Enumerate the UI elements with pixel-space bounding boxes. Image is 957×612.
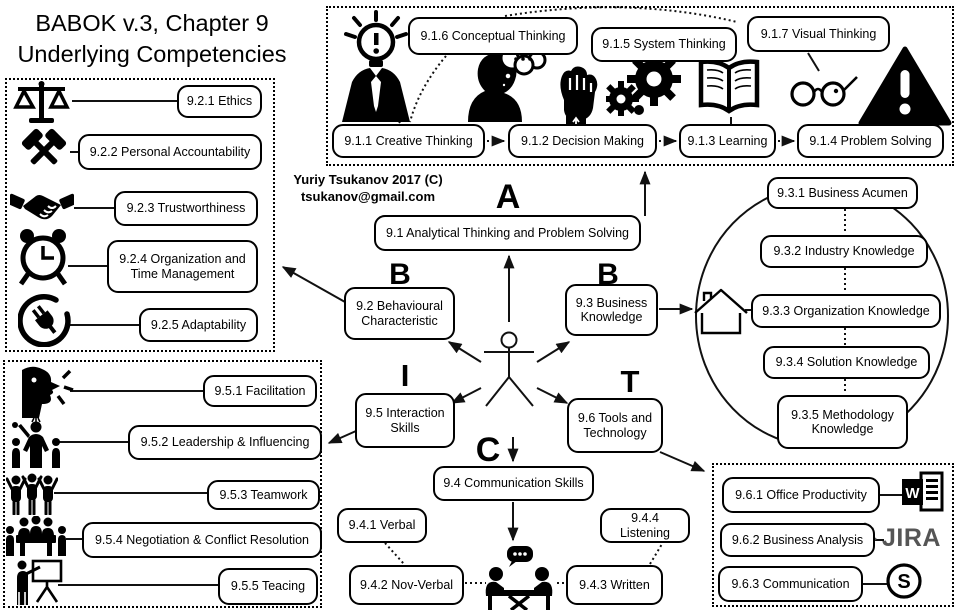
skype-logo-icon: S bbox=[884, 561, 924, 606]
glasses-icon bbox=[786, 68, 860, 113]
node-problem-solving: 9.1.4 Problem Solving bbox=[797, 124, 944, 158]
teamwork-icon bbox=[5, 471, 59, 520]
credit-email: tsukanov@gmail.com bbox=[300, 188, 436, 204]
node-facilitation: 9.5.1 Facilitation bbox=[203, 375, 317, 407]
node-business-acumen: 9.3.1 Business Acumen bbox=[767, 177, 918, 209]
teaching-presenter-icon bbox=[14, 558, 64, 610]
node-tools-technology: 9.6 Tools and Technology bbox=[567, 398, 663, 453]
node-communication-skills: 9.4 Communication Skills bbox=[433, 466, 594, 501]
node-office-productivity: 9.6.1 Office Productivity bbox=[722, 477, 880, 513]
node-teaching: 9.5.5 Teacing bbox=[218, 568, 318, 605]
node-non-verbal: 9.4.2 Nov-Verbal bbox=[349, 565, 464, 605]
node-conceptual-thinking: 9.1.6 Conceptual Thinking bbox=[408, 17, 578, 55]
svg-text:S: S bbox=[897, 571, 910, 593]
speaker-head-icon bbox=[20, 366, 74, 423]
node-organization-knowledge: 9.3.3 Organization Knowledge bbox=[751, 294, 941, 328]
node-listening: 9.4.4 Listening bbox=[600, 508, 690, 543]
title-line-2: Underlying Competencies bbox=[17, 40, 287, 67]
node-personal-accountability: 9.2.2 Personal Accountability bbox=[78, 134, 262, 170]
gears-icon bbox=[603, 52, 684, 121]
leadership-group-icon bbox=[8, 417, 64, 473]
node-behavioural-characteristic: 9.2 Behavioural Characteristic bbox=[344, 287, 455, 340]
idea-person-icon bbox=[336, 8, 416, 127]
letter-b-left: B bbox=[389, 258, 411, 291]
node-creative-thinking: 9.1.1 Creative Thinking bbox=[332, 124, 485, 158]
node-learning: 9.1.3 Learning bbox=[679, 124, 776, 158]
node-methodology-knowledge: 9.3.5 Methodology Knowledge bbox=[777, 395, 908, 449]
node-visual-thinking: 9.1.7 Visual Thinking bbox=[747, 16, 890, 52]
node-leadership-influencing: 9.5.2 Leadership & Influencing bbox=[128, 425, 322, 460]
group-tools-technology bbox=[712, 463, 954, 607]
stick-figure-icon bbox=[484, 331, 534, 407]
open-book-icon bbox=[694, 58, 764, 123]
node-system-thinking: 9.1.5 System Thinking bbox=[591, 27, 737, 62]
alarm-clock-icon bbox=[16, 226, 70, 293]
node-negotiation-conflict-resolution: 9.5.4 Negotiation & Conflict Resolution bbox=[82, 522, 322, 558]
node-business-analysis: 9.6.2 Business Analysis bbox=[720, 523, 875, 557]
author-credit: Yuriy Tsukanov 2017 (C) tsukanov@gmail.c… bbox=[278, 172, 458, 206]
word-logo-icon: W bbox=[901, 471, 945, 520]
warning-triangle-icon bbox=[858, 46, 952, 131]
meeting-chat-icon bbox=[482, 546, 556, 612]
node-organization-time-management: 9.2.4 Organization and Time Management bbox=[107, 240, 258, 293]
power-plug-icon bbox=[17, 293, 72, 352]
hammers-icon bbox=[16, 126, 72, 181]
letter-b-right: B bbox=[597, 258, 619, 291]
node-interaction-skills: 9.5 Interaction Skills bbox=[355, 393, 455, 448]
letter-t: T bbox=[620, 364, 640, 399]
group-behavioural-characteristics bbox=[5, 78, 275, 352]
negotiation-table-icon bbox=[4, 515, 68, 563]
credit-name: Yuriy Tsukanov 2017 (C) bbox=[293, 172, 443, 187]
raised-fist-icon bbox=[548, 66, 604, 133]
jira-logo-text: JIRA bbox=[882, 523, 941, 552]
house-icon bbox=[692, 286, 750, 341]
group-analytical-thinking bbox=[326, 6, 954, 166]
node-communication-tools: 9.6.3 Communication bbox=[718, 566, 863, 602]
group-interaction-skills bbox=[3, 360, 322, 608]
node-industry-knowledge: 9.3.2 Industry Knowledge bbox=[760, 235, 928, 268]
scales-icon bbox=[12, 80, 72, 131]
node-business-knowledge: 9.3 Business Knowledge bbox=[565, 284, 658, 336]
letter-i: I bbox=[400, 358, 410, 393]
node-analytical-thinking: 9.1 Analytical Thinking and Problem Solv… bbox=[374, 215, 641, 251]
node-teamwork: 9.5.3 Teamwork bbox=[207, 480, 320, 510]
node-decision-making: 9.1.2 Decision Making bbox=[508, 124, 657, 158]
page-title: BABOK v.3, Chapter 9 Underlying Competen… bbox=[6, 8, 298, 69]
title-line-1: BABOK v.3, Chapter 9 bbox=[35, 10, 269, 36]
node-ethics: 9.2.1 Ethics bbox=[177, 85, 262, 118]
letter-c: C bbox=[475, 431, 501, 469]
node-trustworthiness: 9.2.3 Trustworthiness bbox=[114, 191, 258, 226]
node-written: 9.4.3 Written bbox=[566, 565, 663, 605]
node-verbal: 9.4.1 Verbal bbox=[337, 508, 427, 543]
svg-text:W: W bbox=[905, 485, 920, 502]
node-solution-knowledge: 9.3.4 Solution Knowledge bbox=[763, 346, 930, 379]
letter-a: A bbox=[495, 178, 521, 216]
node-adaptability: 9.2.5 Adaptability bbox=[139, 308, 258, 342]
